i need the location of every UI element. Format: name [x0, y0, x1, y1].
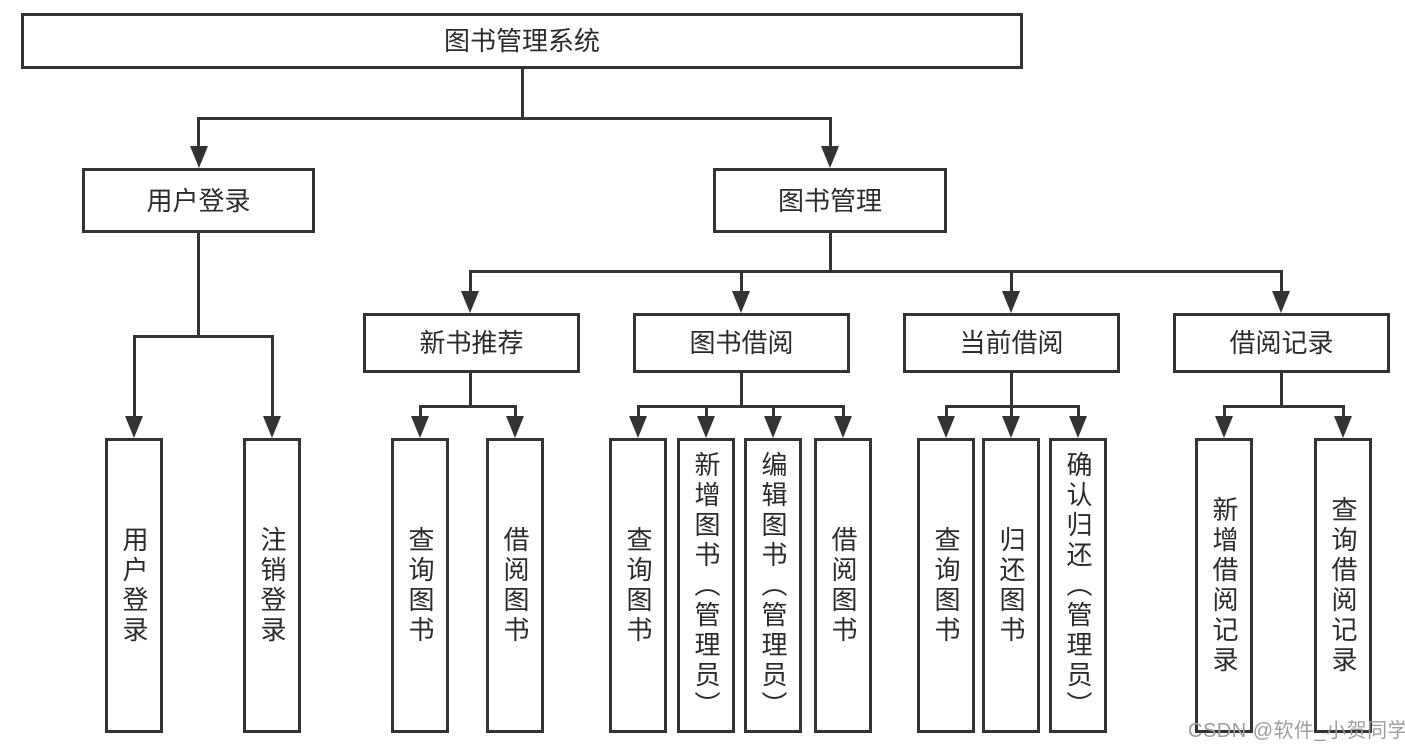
connector-book-management-stub — [828, 233, 832, 273]
connector-bb-hline — [636, 404, 845, 408]
node-root-label: 图书管理系统 — [443, 26, 600, 56]
arrowhead-bb-query — [629, 416, 647, 438]
leaf-user-login-label: 用户登录 — [119, 525, 149, 646]
leaf-cb-confirm-return-admin: 确认归还（管理员） — [1049, 438, 1107, 733]
arrowhead-bb-borrow — [834, 416, 852, 438]
leaf-nb-query-books-label: 查询图书 — [405, 525, 435, 646]
leaf-br-add-record-label: 新增借阅记录 — [1209, 495, 1239, 676]
arrowhead-borrow-records — [1272, 291, 1290, 313]
connector-drop-book-borrow — [739, 269, 743, 295]
leaf-bb-edit-books-admin-label: 编辑图书（管理员） — [758, 450, 788, 721]
leaf-bb-query-books: 查询图书 — [609, 438, 667, 733]
leaf-cb-query-books: 查询图书 — [917, 438, 975, 733]
connector-drop-leaf-user-login — [132, 334, 136, 420]
connector-drop-current-borrow — [1009, 269, 1013, 295]
node-new-book-recommend-label: 新书推荐 — [419, 328, 524, 358]
connector-new-book-recommend-stub — [468, 373, 472, 408]
node-borrow-records: 借阅记录 — [1173, 313, 1390, 373]
connector-user-login-hline — [132, 334, 274, 338]
leaf-bb-edit-books-admin: 编辑图书（管理员） — [744, 438, 802, 733]
connector-user-login-stub — [197, 233, 200, 338]
leaf-bb-query-books-label: 查询图书 — [623, 525, 653, 646]
arrowhead-nb-borrow — [506, 416, 524, 438]
leaf-bb-borrow-books: 借阅图书 — [814, 438, 872, 733]
arrowhead-book-borrow — [732, 291, 750, 313]
leaf-cb-return-books-label: 归还图书 — [996, 525, 1026, 646]
leaf-cb-confirm-return-admin-label: 确认归还（管理员） — [1063, 450, 1093, 721]
leaf-bb-add-books-admin-label: 新增图书（管理员） — [691, 450, 721, 721]
arrowhead-user-login — [189, 146, 208, 168]
connector-drop-new-book-recommend — [468, 269, 472, 295]
arrowhead-leaf-user-login — [125, 416, 143, 438]
leaf-bb-add-books-admin: 新增图书（管理员） — [677, 438, 735, 733]
arrowhead-book-management — [821, 146, 839, 168]
connector-drop-borrow-records — [1279, 269, 1283, 295]
node-book-borrow: 图书借阅 — [633, 313, 850, 373]
arrowhead-cb-confirm — [1069, 416, 1087, 438]
connector-nb-hline — [418, 404, 517, 408]
connector-drop-cb-confirm — [1076, 404, 1080, 420]
leaf-nb-borrow-books: 借阅图书 — [486, 438, 544, 733]
node-new-book-recommend: 新书推荐 — [363, 313, 580, 373]
connector-drop-book-management — [828, 116, 832, 151]
connector-drop-nb-query — [418, 404, 422, 420]
node-book-management-label: 图书管理 — [777, 185, 882, 216]
connector-drop-bb-query — [636, 404, 640, 420]
connector-drop-br-add — [1222, 404, 1226, 420]
arrowhead-leaf-logout — [263, 416, 281, 438]
arrowhead-cb-return — [1002, 416, 1020, 438]
arrowhead-nb-query — [411, 416, 429, 438]
connector-drop-bb-edit — [771, 404, 775, 420]
connector-drop-nb-borrow — [513, 404, 517, 420]
node-borrow-records-label: 借阅记录 — [1229, 328, 1334, 358]
leaf-logout-label: 注销登录 — [257, 525, 287, 646]
leaf-br-query-record-label: 查询借阅记录 — [1328, 495, 1358, 676]
node-root: 图书管理系统 — [21, 13, 1023, 69]
connector-drop-cb-return — [1009, 404, 1013, 420]
arrowhead-current-borrow — [1002, 291, 1020, 313]
connector-drop-br-query — [1341, 404, 1345, 420]
connector-current-borrow-stub — [1009, 373, 1013, 408]
node-user-login: 用户登录 — [82, 168, 315, 233]
leaf-logout: 注销登录 — [243, 438, 301, 733]
connector-drop-user-login — [197, 116, 200, 151]
leaf-br-add-record: 新增借阅记录 — [1195, 438, 1253, 733]
arrowhead-br-add — [1215, 416, 1233, 438]
connector-drop-bb-borrow — [841, 404, 845, 420]
arrowhead-cb-query — [937, 416, 955, 438]
leaf-br-query-record: 查询借阅记录 — [1314, 438, 1372, 733]
connector-drop-leaf-logout — [270, 334, 274, 420]
arrowhead-br-query — [1334, 416, 1352, 438]
connector-level2-hline — [468, 269, 1283, 273]
connector-br-hline — [1222, 404, 1345, 408]
connector-book-borrow-stub — [739, 373, 743, 408]
node-current-borrow-label: 当前借阅 — [959, 328, 1064, 358]
leaf-cb-query-books-label: 查询图书 — [931, 525, 961, 646]
node-user-login-label: 用户登录 — [146, 185, 251, 216]
leaf-cb-return-books: 归还图书 — [982, 438, 1040, 733]
connector-drop-cb-query — [944, 404, 948, 420]
connector-level1-hline — [197, 116, 832, 120]
connector-root-stub — [520, 69, 524, 118]
arrowhead-bb-edit — [764, 416, 782, 438]
node-current-borrow: 当前借阅 — [903, 313, 1120, 373]
node-book-management: 图书管理 — [713, 168, 947, 233]
leaf-nb-borrow-books-label: 借阅图书 — [500, 525, 530, 646]
leaf-bb-borrow-books-label: 借阅图书 — [828, 525, 858, 646]
connector-drop-bb-add — [704, 404, 708, 420]
arrowhead-bb-add — [697, 416, 715, 438]
leaf-user-login: 用户登录 — [105, 438, 163, 733]
connector-borrow-records-stub — [1279, 373, 1283, 408]
node-book-borrow-label: 图书借阅 — [689, 328, 794, 358]
csdn-watermark: CSDN @软件_小贺同学 — [1188, 720, 1405, 742]
leaf-nb-query-books: 查询图书 — [391, 438, 449, 733]
arrowhead-new-book-recommend — [461, 291, 479, 313]
